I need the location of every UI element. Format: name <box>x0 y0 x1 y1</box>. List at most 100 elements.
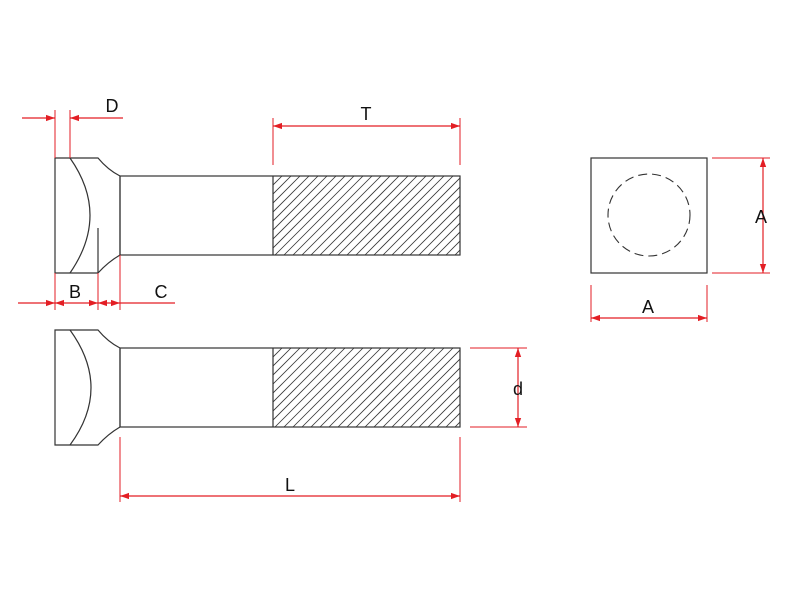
hatch-line <box>274 348 355 427</box>
hatch-line <box>273 348 328 403</box>
hatch-line <box>355 348 436 427</box>
hatch-line <box>391 358 460 427</box>
hatch-line <box>346 176 427 255</box>
bolt-top-shank <box>119 175 461 256</box>
bolt-bottom-view <box>54 329 615 446</box>
hatch-line <box>436 231 460 255</box>
bolt-top-head-curve <box>69 157 91 274</box>
hidden-shank-circle <box>607 173 691 257</box>
hatch-line <box>301 348 382 427</box>
hatch-line <box>491 176 570 255</box>
hatch-line <box>273 176 274 177</box>
dimension-L: L <box>119 437 461 502</box>
bolt-bottom-shank <box>119 347 461 428</box>
label-d: d <box>513 379 523 399</box>
hatch-line <box>536 176 615 255</box>
hatch-line <box>273 176 337 240</box>
hatch-line <box>482 176 561 255</box>
hatch-line <box>373 176 454 255</box>
hatch-line <box>273 348 301 376</box>
hatch-line <box>445 412 460 427</box>
hatch-line <box>346 348 427 427</box>
label-T: T <box>361 104 372 124</box>
hatch-line <box>445 240 460 255</box>
hatch-line <box>319 176 400 255</box>
hatch-line <box>518 176 597 255</box>
hatch-line <box>382 177 460 255</box>
hatch-line <box>527 176 606 255</box>
hatch-line <box>536 348 615 427</box>
hatch-line <box>273 176 319 222</box>
hatch-line <box>273 176 283 186</box>
hatch-line <box>273 348 337 412</box>
dimension-B: B <box>18 255 121 310</box>
dimension-A-vertical: A <box>712 157 770 274</box>
hatch-line <box>491 348 570 427</box>
label-A-horizontal: A <box>642 297 654 317</box>
hatch-line <box>301 176 382 255</box>
hatch-line <box>436 403 460 427</box>
hatch-line <box>328 176 409 255</box>
hatch-line <box>273 348 274 349</box>
hatch-line <box>400 367 460 427</box>
hatch-line <box>518 348 597 427</box>
hatch-line <box>292 176 373 255</box>
label-L: L <box>285 475 295 495</box>
hatch-line <box>283 348 364 427</box>
hatch-line <box>427 222 460 255</box>
hatch-line <box>500 176 579 255</box>
dimension-D: D <box>22 96 123 158</box>
hatch-line <box>337 176 418 255</box>
dimension-d: d <box>470 347 527 428</box>
bolt-bottom-head-curve <box>69 329 92 446</box>
square-head-outline <box>590 157 708 274</box>
hatch-line <box>273 348 346 421</box>
bolt-bottom-head <box>54 329 121 446</box>
hatch-line <box>273 348 310 385</box>
dimension-C: C <box>98 282 175 307</box>
dimension-T: T <box>272 104 461 165</box>
hatch-line <box>337 348 418 427</box>
label-C: C <box>155 282 168 302</box>
hatch-line <box>527 348 606 427</box>
hatch-line <box>454 249 460 255</box>
hatch-line <box>500 348 579 427</box>
bolt-bottom-thread-hatch <box>273 348 615 427</box>
label-D: D <box>106 96 119 116</box>
hatch-line <box>273 348 292 367</box>
label-B: B <box>69 282 81 302</box>
hatch-line <box>400 195 460 255</box>
bolt-top-view <box>54 157 615 274</box>
hatch-line <box>273 348 283 358</box>
hatch-line <box>283 176 364 255</box>
hatch-line <box>464 348 543 427</box>
hatch-line <box>355 176 436 255</box>
bolt-top-head <box>54 157 121 274</box>
hatch-line <box>273 176 301 204</box>
label-A-vertical: A <box>755 207 767 227</box>
hatch-line <box>273 176 328 231</box>
hatch-line <box>509 176 588 255</box>
hatch-line <box>409 204 460 255</box>
hatch-line <box>310 176 391 255</box>
hatch-line <box>273 348 319 394</box>
hatch-line <box>292 348 373 427</box>
hatch-line <box>274 176 355 255</box>
square-head-view <box>590 157 708 274</box>
bolt-top-thread-hatch <box>273 176 615 255</box>
hatch-line <box>409 376 460 427</box>
hatch-line <box>473 176 552 255</box>
hatch-line <box>382 349 460 427</box>
hatch-line <box>319 348 400 427</box>
hatch-line <box>427 394 460 427</box>
hatch-line <box>273 176 310 213</box>
hatch-line <box>364 176 445 255</box>
hatch-line <box>364 348 445 427</box>
hatch-line <box>418 385 460 427</box>
hatch-line <box>373 348 454 427</box>
hatch-line <box>391 186 460 255</box>
dimension-A-horizontal: A <box>590 285 708 322</box>
hatch-line <box>273 176 292 195</box>
hatch-line <box>310 348 391 427</box>
